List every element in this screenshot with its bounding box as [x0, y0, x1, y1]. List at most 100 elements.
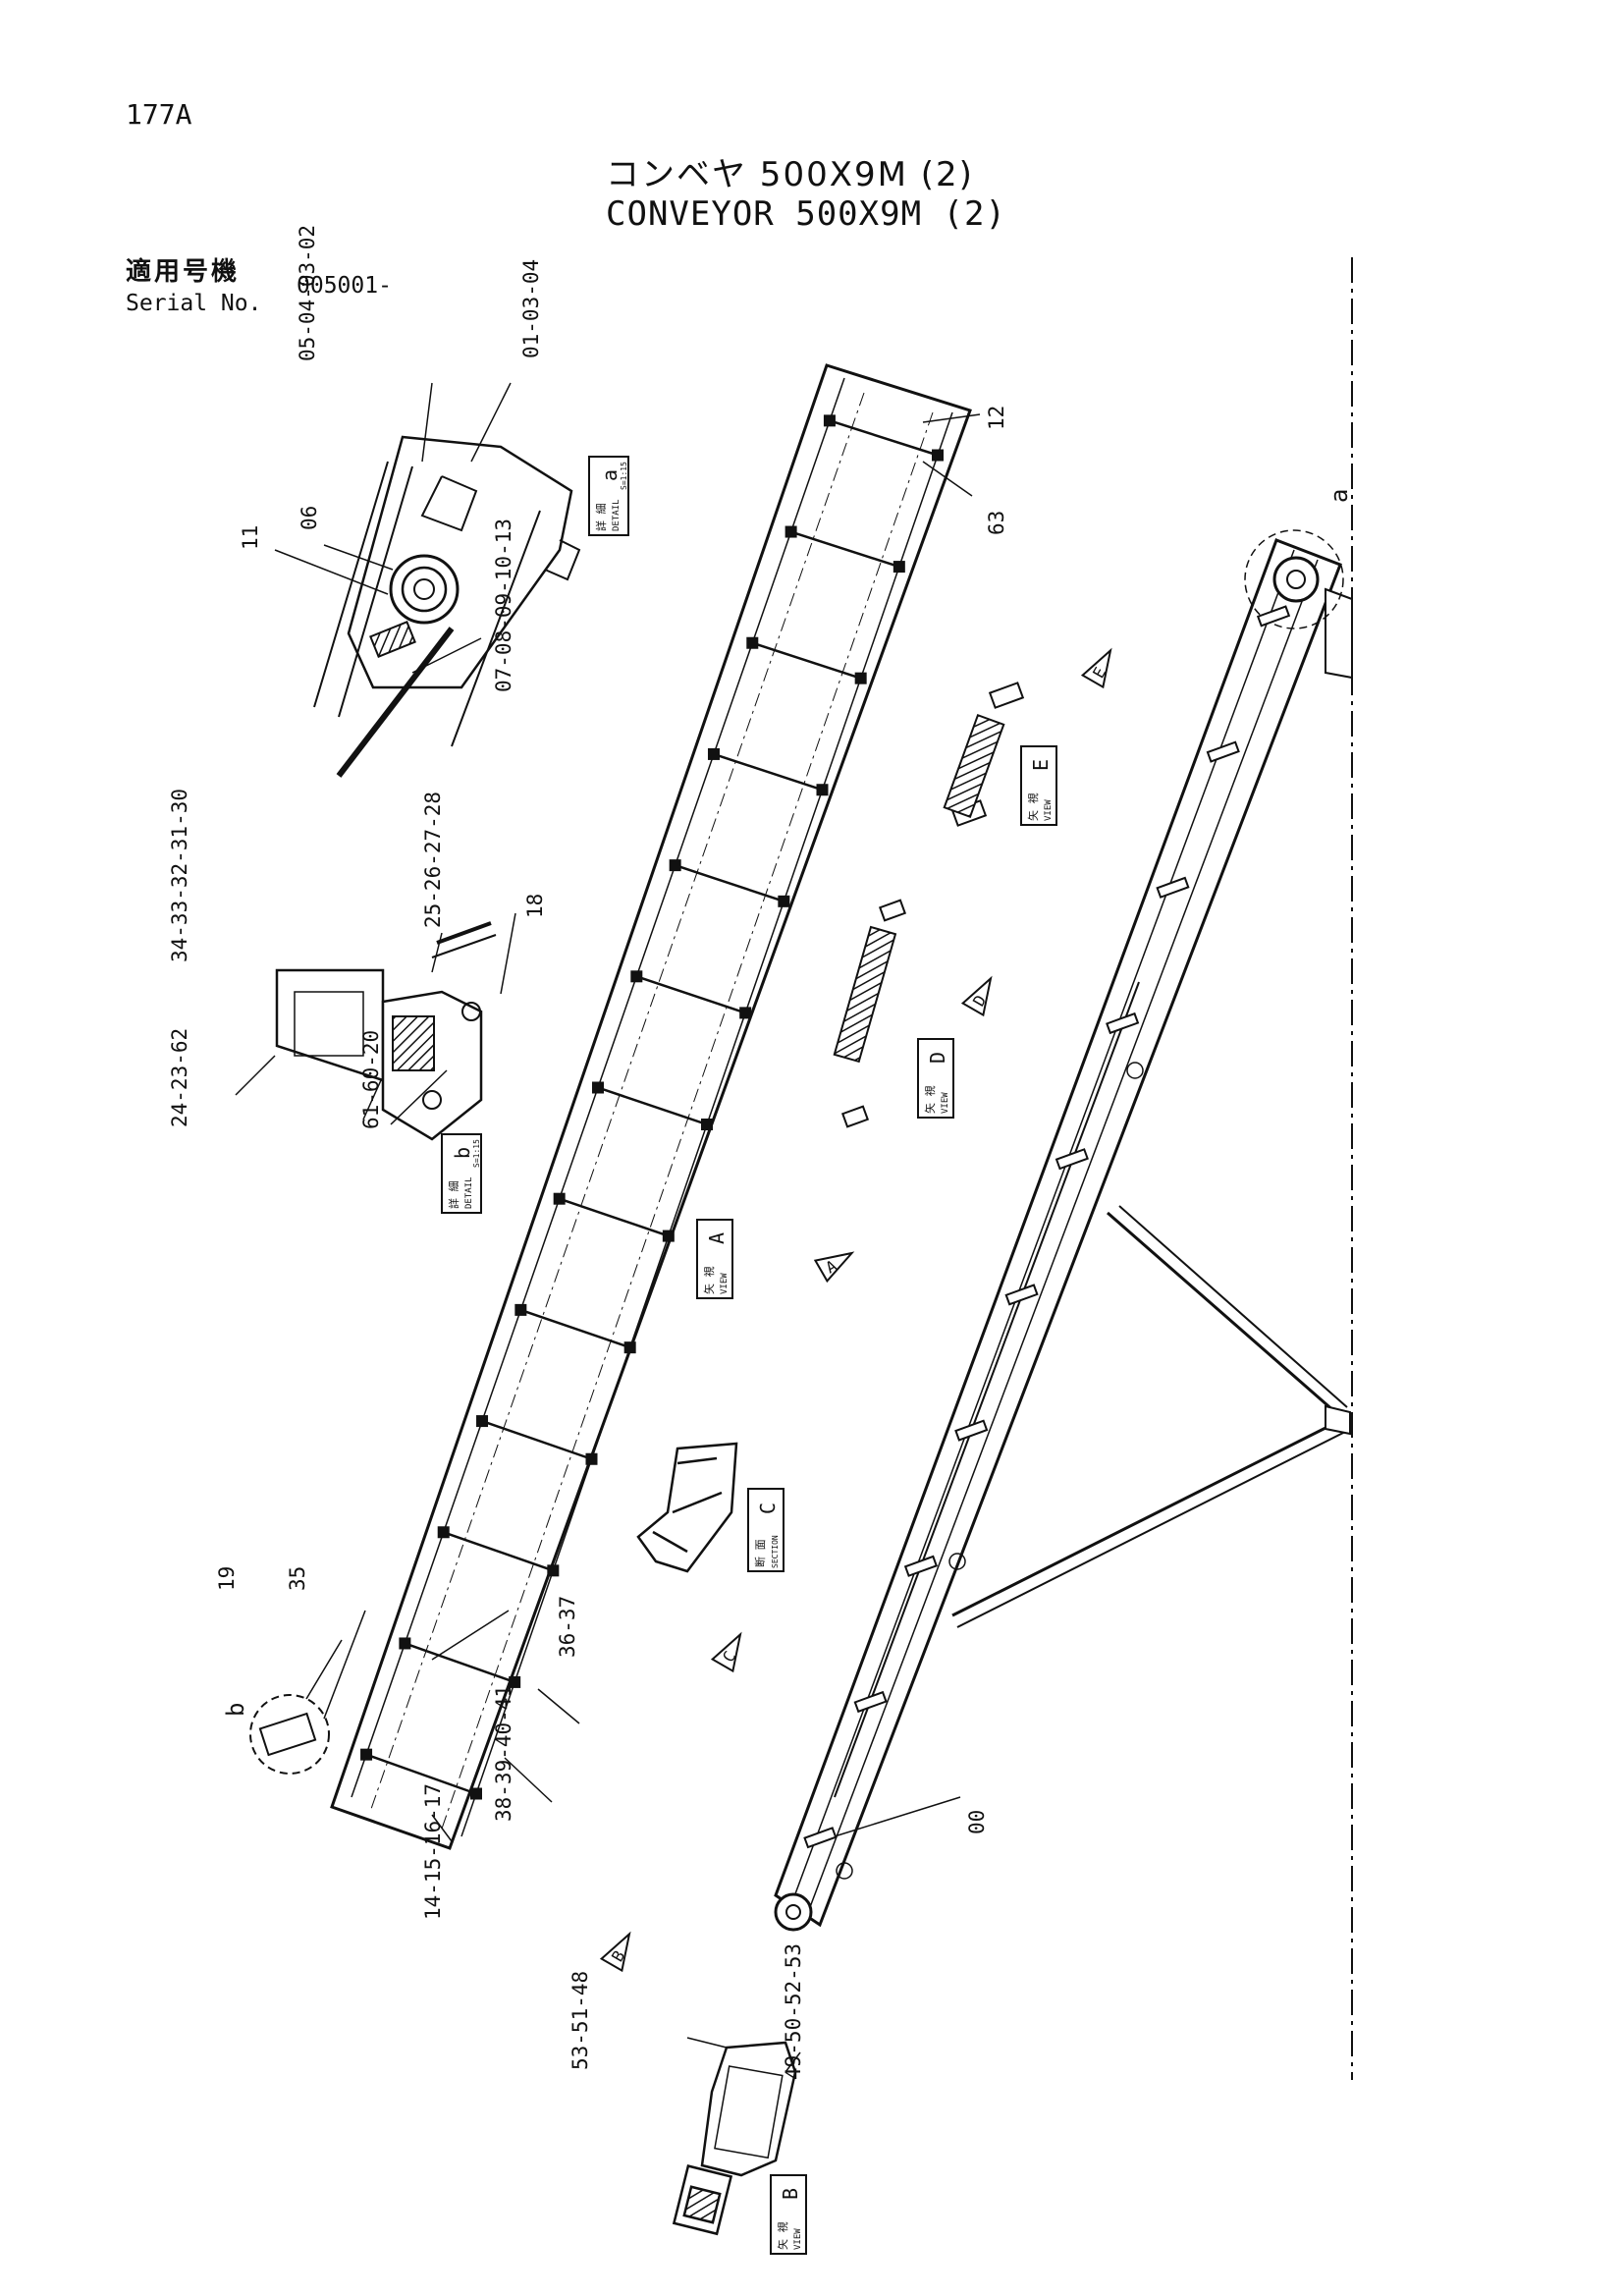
callout-detail-a-right: 07-08-09-10-13 [492, 519, 515, 692]
cross-member [675, 863, 784, 903]
cross-member-bolt [707, 747, 720, 760]
cross-member [829, 419, 939, 457]
cross-member [443, 1531, 554, 1572]
cross-member-bolt [509, 1675, 521, 1688]
cross-member-bolt [784, 525, 797, 538]
view-b-drive-drawing [672, 2037, 801, 2236]
callout-detail-b-18: 18 [523, 894, 547, 918]
cross-member-bolt [585, 1452, 598, 1465]
section-c-drawing [636, 1442, 738, 1573]
cross-member-bolt [932, 449, 944, 462]
side-bracket [1156, 876, 1190, 899]
side-bracket [903, 1555, 939, 1577]
view-d-label-jp: 矢 視 [923, 1085, 937, 1114]
title-japanese: コンベヤ 500X9M (2) [606, 155, 974, 194]
view-a-label-en: VIEW [720, 1273, 730, 1294]
section-c-label-jp: 断 面 [753, 1539, 767, 1567]
callout-view-b-left: 53-51-48 [568, 1971, 592, 2070]
cross-member-bolt [746, 636, 759, 649]
cross-member-bolt [778, 895, 790, 907]
cross-member [790, 530, 900, 569]
view-e-label: 矢 視 VIEW E [1020, 745, 1057, 826]
view-d-label-letter: D [926, 1052, 949, 1064]
callout-12: 12 [985, 406, 1008, 430]
cross-member-bolt [470, 1787, 482, 1800]
side-bracket [1256, 605, 1291, 628]
view-arrow-d: D [960, 975, 993, 1017]
view-b-label-en: VIEW [793, 2228, 803, 2250]
view-d-label-en: VIEW [941, 1092, 950, 1114]
view-a-label-jp: 矢 視 [702, 1266, 716, 1294]
detail-b-label-jp: 詳 細 [447, 1180, 460, 1209]
view-arrow-c: C [710, 1631, 742, 1673]
detail-b-marker-circle [249, 1610, 366, 1775]
page-number: 177A [126, 98, 192, 131]
cross-member-bolt [739, 1007, 752, 1019]
cross-member-bolt [547, 1564, 560, 1577]
cross-member-bolt [399, 1637, 411, 1650]
serial-label-english: Serial No. [126, 291, 262, 316]
cross-member-bolt [437, 1526, 450, 1539]
serial-label-japanese: 適用号機 [126, 257, 241, 287]
section-c-label-en: SECTION [771, 1535, 780, 1568]
cross-member-bolt [553, 1192, 566, 1205]
cross-member-bolt [823, 414, 836, 427]
view-arrow-b: B [599, 1931, 631, 1973]
view-a-label: 矢 視 VIEW A [696, 1219, 733, 1299]
callout-detail-a-11: 11 [239, 525, 262, 550]
side-bracket [1004, 1284, 1039, 1306]
cross-member-bolt [854, 672, 867, 684]
section-c-label: 断 面 SECTION C [747, 1488, 784, 1572]
callout-38-41: 38-39-40-41 [492, 1685, 515, 1822]
cross-member [481, 1419, 592, 1460]
cross-member-bolt [816, 784, 829, 796]
side-bracket [954, 1419, 989, 1442]
cross-member-bolt [592, 1081, 604, 1094]
detail-b-label-en: DETAIL [464, 1176, 474, 1209]
cross-member [597, 1086, 708, 1126]
callout-detail-b-bottom: 61-60-20 [359, 1030, 383, 1129]
side-frame-brackets [803, 605, 1291, 1849]
side-bracket [1106, 1011, 1140, 1035]
callout-detail-a-top-left: 05-04-03-02 [296, 225, 319, 361]
detail-b-label-scale: S=1:15 [472, 1139, 481, 1168]
view-d-idler-drawing [833, 899, 907, 1128]
detail-a-marker-letter: a [1325, 489, 1353, 503]
cross-member-bolt [669, 859, 681, 872]
section-c-label-letter: C [756, 1503, 780, 1514]
detail-a-label: 詳 細 DETAIL a S=1:15 [588, 456, 629, 536]
detail-b-marker-letter: b [222, 1703, 249, 1717]
callout-detail-b-top2: 25-26-27-28 [421, 792, 445, 928]
callout-36-37: 36-37 [556, 1596, 579, 1658]
side-bracket [853, 1690, 888, 1714]
view-b-label-jp: 矢 視 [776, 2221, 789, 2250]
cross-member [365, 1753, 477, 1795]
callout-63: 63 [985, 511, 1008, 535]
cross-member [519, 1308, 631, 1349]
callout-19: 19 [215, 1566, 239, 1591]
callout-detail-a-top-right: 01-03-04 [519, 259, 543, 358]
detail-a-drawing [274, 382, 581, 778]
view-d-label: 矢 視 VIEW D [917, 1038, 954, 1119]
main-leader-lines [431, 413, 981, 1842]
cross-member-bolt [701, 1119, 713, 1130]
view-arrow-a: A [813, 1251, 855, 1284]
view-a-label-letter: A [705, 1232, 729, 1244]
cross-member-bolt [514, 1303, 527, 1316]
cross-member [751, 641, 862, 680]
callout-detail-b-left: 24-23-62 [168, 1028, 191, 1127]
side-bracket [803, 1827, 838, 1849]
cross-member-bolt [893, 561, 905, 574]
cross-member-bolt [360, 1748, 373, 1761]
view-b-label-letter: B [779, 2188, 802, 2200]
detail-a-label-letter: a [598, 469, 622, 481]
callout-view-b-right: 49-50-52-53 [782, 1943, 805, 2080]
detail-a-label-jp: 詳 細 [594, 503, 608, 531]
cross-member-bolt [630, 970, 643, 983]
side-bracket [1206, 740, 1240, 763]
side-bracket [1055, 1148, 1089, 1171]
detail-b-label: 詳 細 DETAIL b S=1:15 [441, 1133, 482, 1214]
callout-detail-a-06: 06 [298, 506, 321, 530]
detail-b-drawing [235, 912, 516, 1141]
